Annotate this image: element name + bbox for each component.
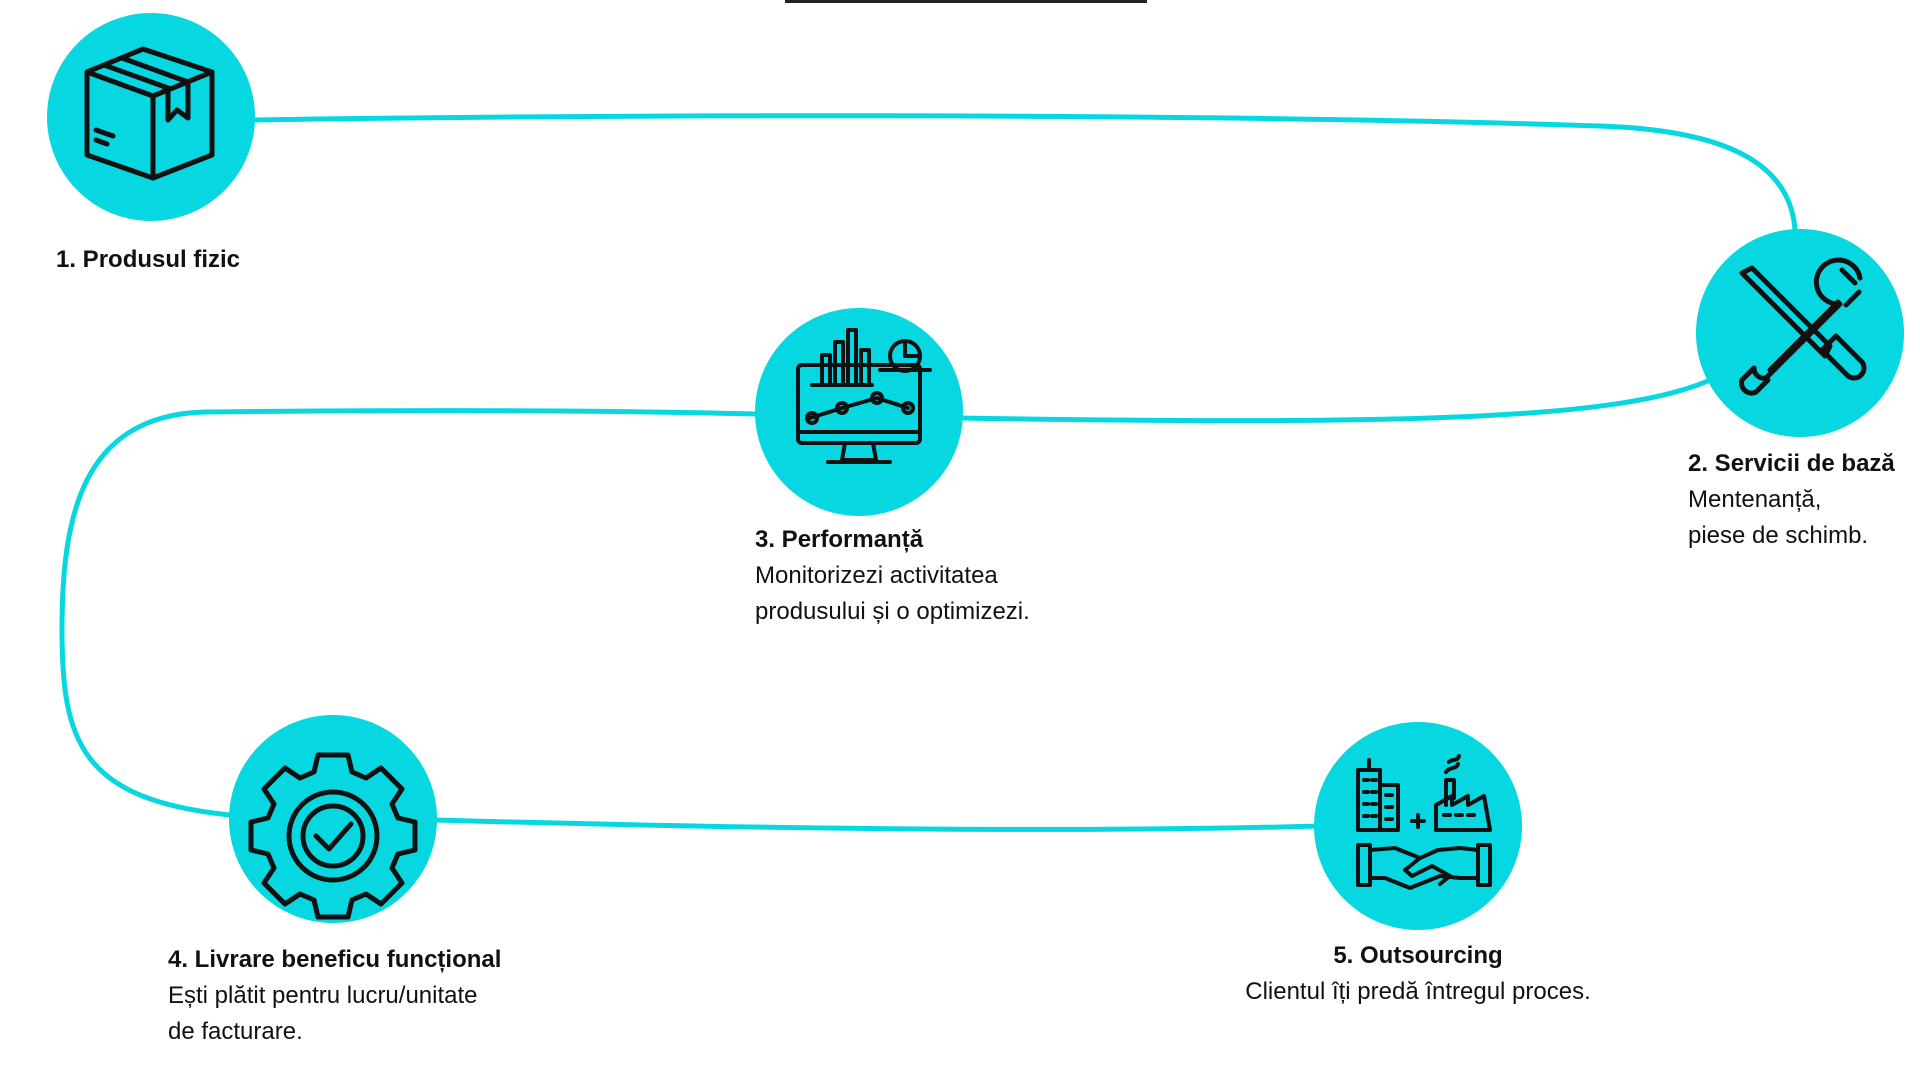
connector-path: [59, 113, 1798, 832]
step-2-label: 2. Servicii de bază Mentenanță, piese de…: [1688, 446, 1895, 554]
step-2-title: 2. Servicii de bază: [1688, 450, 1895, 477]
top-rule: [785, 0, 1147, 3]
step-2-desc-line-2: piese de schimb.: [1688, 522, 1869, 549]
step-4-desc-line-1: Ești plătit pentru lucru/unitate: [168, 982, 478, 1009]
step-2-node: [1696, 229, 1904, 437]
box-icon: [84, 46, 215, 181]
step-3-desc-line-1: Monitorizezi activitatea: [755, 562, 998, 589]
outsourcing-handshake-icon: [1356, 754, 1492, 890]
step-3-label: 3. Performanță Monitorizezi activitatea …: [755, 522, 1030, 630]
step-2-desc-line-1: Mentenanță,: [1688, 486, 1822, 513]
step-3-title: 3. Performanță: [755, 526, 924, 553]
step-4-label: 4. Livrare beneficu funcțional Ești plăt…: [168, 942, 501, 1050]
step-1-node: [47, 13, 255, 221]
tools-icon: [1739, 257, 1867, 396]
step-4-title: 4. Livrare beneficu funcțional: [168, 946, 502, 973]
step-1-title: 1. Produsul fizic: [56, 246, 241, 273]
step-3-desc-line-2: produsului și o optimizezi.: [755, 598, 1030, 625]
step-4-node: [229, 715, 437, 923]
step-5-title: 5. Outsourcing: [1333, 942, 1503, 969]
step-5-desc-line-1: Clientul îți predă întregul proces.: [1245, 978, 1591, 1005]
step-3-node: [755, 308, 963, 516]
step-5-node: [1314, 722, 1522, 930]
step-5-label: 5. Outsourcing Clientul îți predă întreg…: [1218, 938, 1618, 1010]
monitor-analytics-icon: [796, 328, 932, 464]
gear-check-icon: [248, 752, 418, 920]
step-4-desc-line-2: de facturare.: [168, 1018, 303, 1045]
step-1-label: 1. Produsul fizic: [56, 242, 240, 278]
